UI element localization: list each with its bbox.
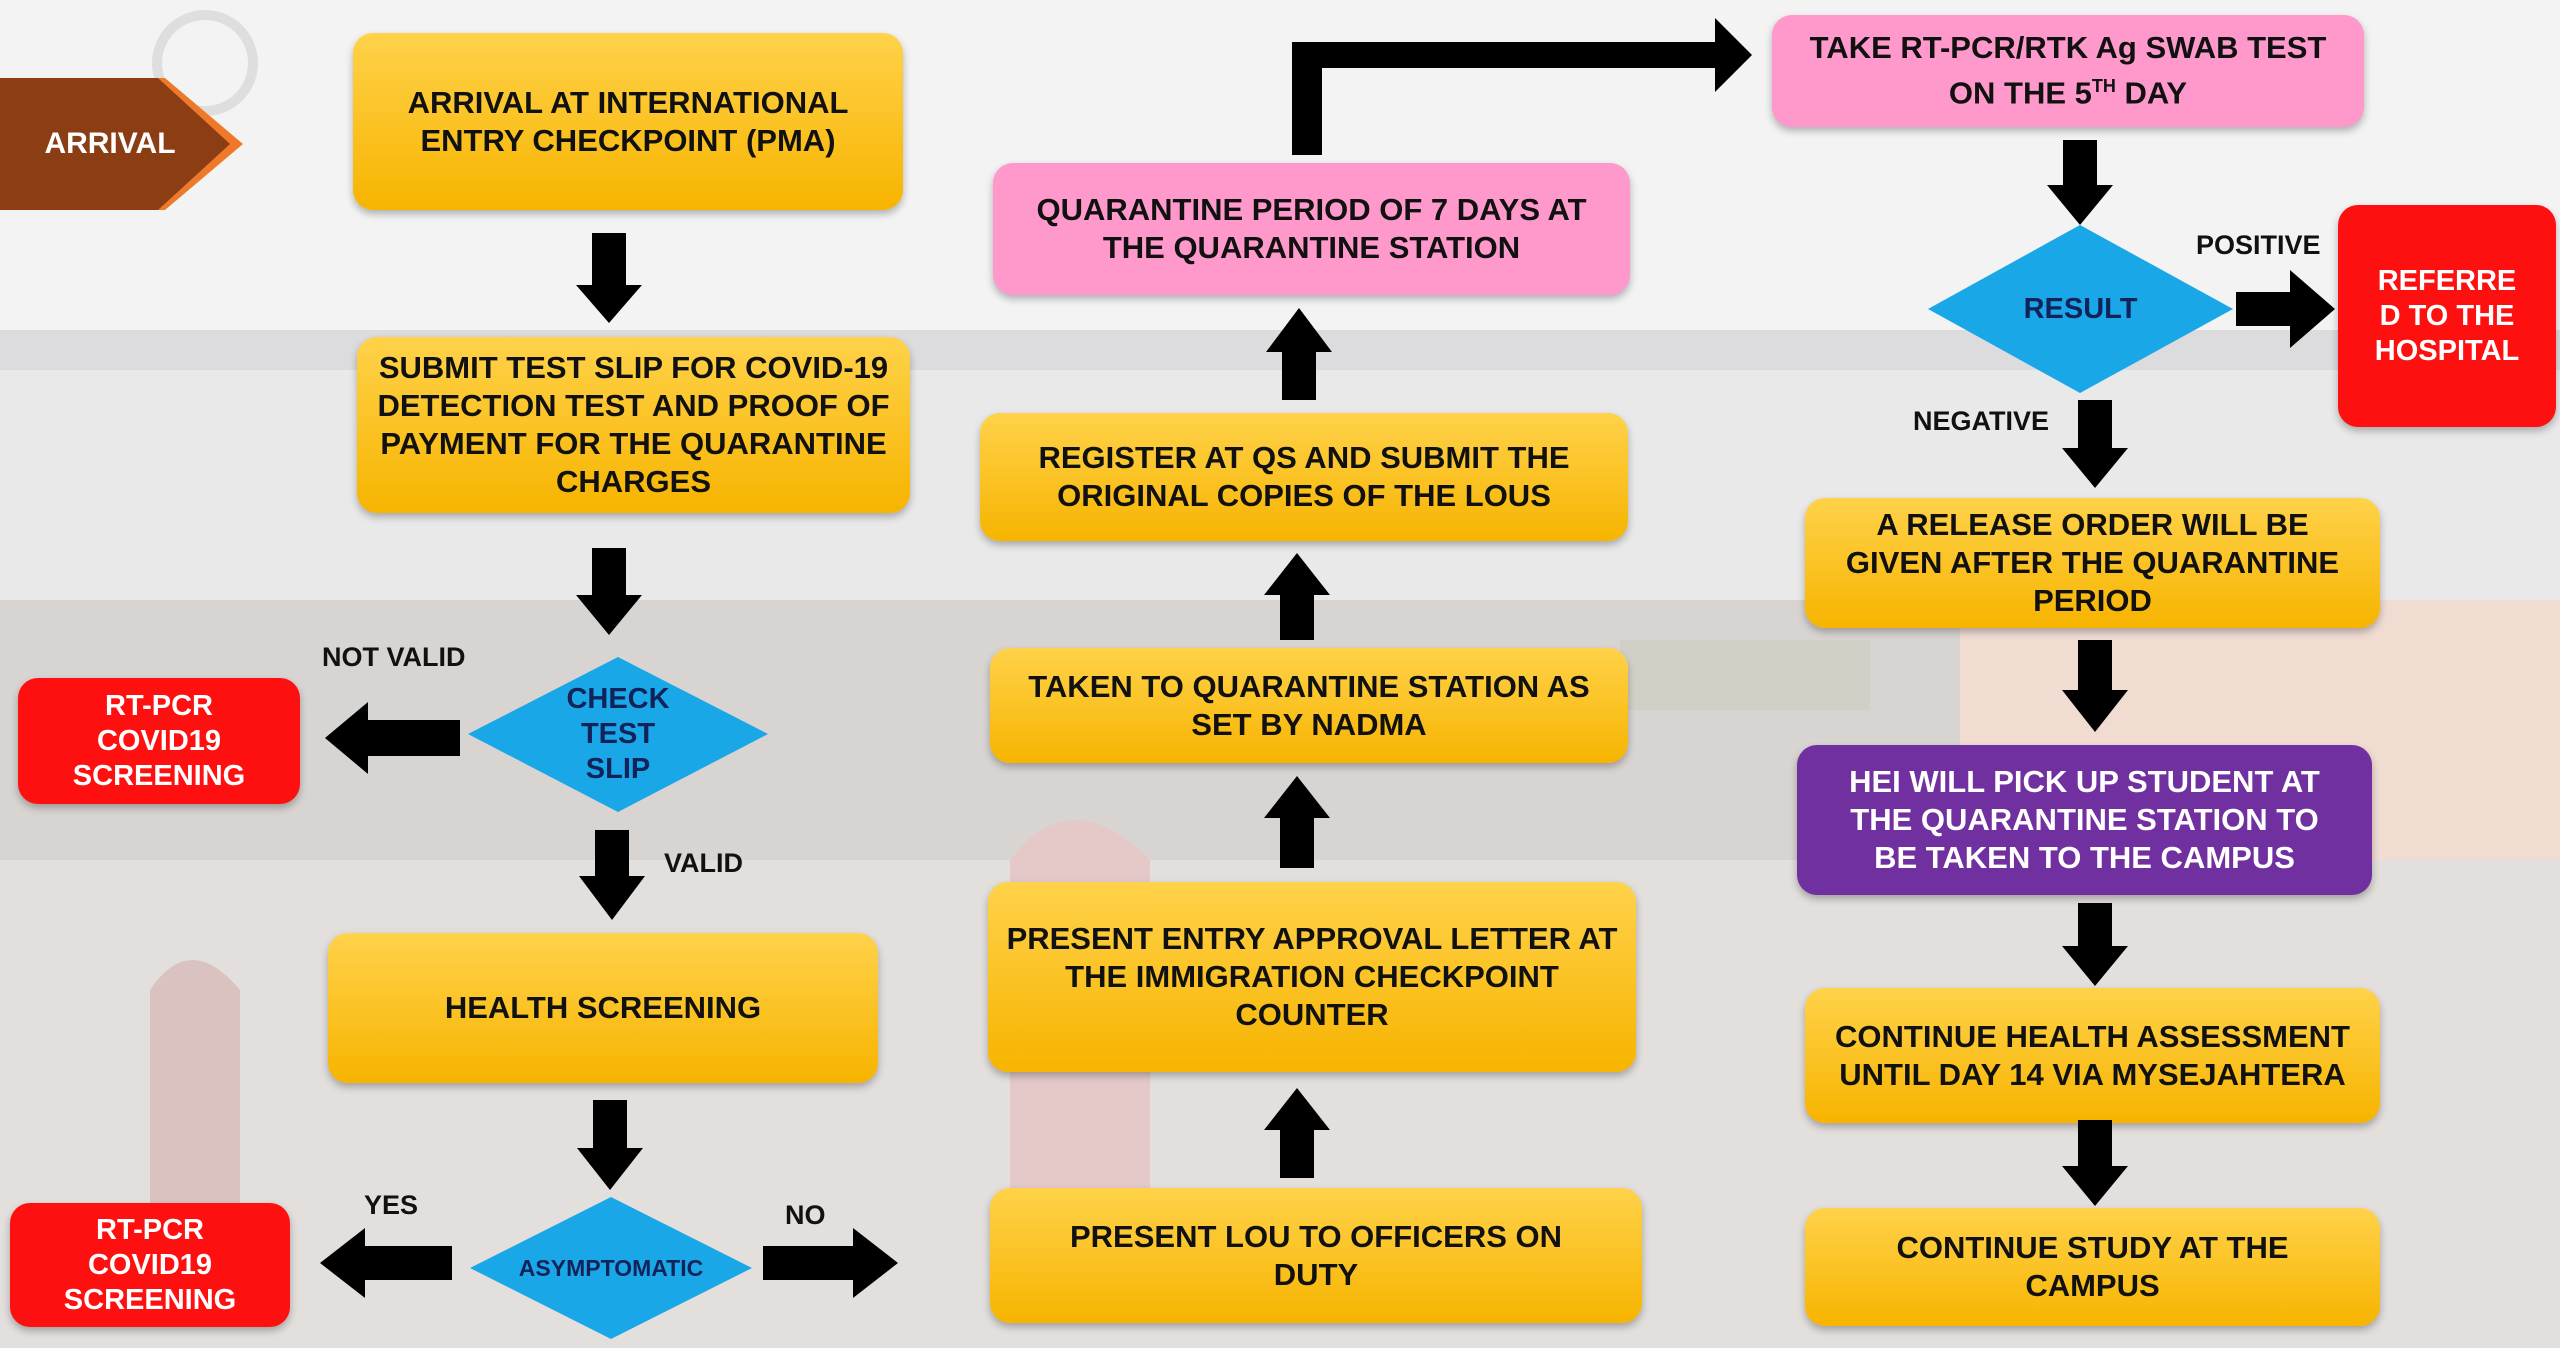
arrival-tag-label: ARRIVAL xyxy=(44,127,176,160)
quarantine-period-box: QUARANTINE PERIOD OF 7 DAYS AT THE QUARA… xyxy=(993,163,1630,295)
arrow-down-1 xyxy=(576,233,642,323)
check-test-slip-diamond xyxy=(468,657,768,812)
yes-label: YES xyxy=(364,1190,419,1220)
rtpcr-screening-box-bottom: RT-PCR COVID19 SCREENING xyxy=(10,1203,290,1327)
result-decision: RESULT xyxy=(1928,225,2233,393)
submit-test-slip-box: SUBMIT TEST SLIP FOR COVID-19 DETECTION … xyxy=(357,337,910,513)
hei-pickup-box: HEI WILL PICK UP STUDENT AT THE QUARANTI… xyxy=(1797,745,2372,895)
taken-to-quarantine-box: TAKEN TO QUARANTINE STATION AS SET BY NA… xyxy=(990,648,1628,763)
rtpcr-screening-box-top: RT-PCR COVID19 SCREENING xyxy=(18,678,300,804)
asymptomatic-diamond xyxy=(470,1197,752,1339)
arrow-down-c3-5 xyxy=(2062,1120,2128,1206)
arrow-down-3 xyxy=(579,830,645,920)
register-at-qs-box: REGISTER AT QS AND SUBMIT THE ORIGINAL C… xyxy=(980,413,1628,541)
arrow-up-2 xyxy=(1264,776,1330,868)
asymptomatic-decision: ASYMPTOMATIC xyxy=(470,1197,752,1339)
arrow-down-c3-1 xyxy=(2047,140,2113,225)
arrow-left-not-valid xyxy=(325,702,460,774)
swab-test-line2-post: DAY xyxy=(2115,75,2188,111)
asymptomatic-label: ASYMPTOMATIC xyxy=(518,1254,704,1281)
positive-label: POSITIVE xyxy=(2196,230,2321,260)
arrival-tag: ARRIVAL xyxy=(0,78,245,210)
arrow-down-2 xyxy=(576,548,642,635)
referred-to-hospital-box: REFERRE D TO THE HOSPITAL xyxy=(2338,205,2556,427)
arrival-tag-shape xyxy=(0,78,243,210)
arrow-up-1 xyxy=(1264,1088,1330,1178)
arrival-checkpoint-box: ARRIVAL AT INTERNATIONAL ENTRY CHECKPOIN… xyxy=(353,33,903,210)
swab-test-line2-sup: TH xyxy=(2091,76,2116,97)
check-test-slip-decision: CHECK TEST SLIP xyxy=(468,657,768,812)
present-entry-approval-box: PRESENT ENTRY APPROVAL LETTER AT THE IMM… xyxy=(988,882,1636,1072)
arrow-down-c3-3 xyxy=(2062,640,2128,732)
not-valid-label: NOT VALID xyxy=(322,642,466,672)
swab-test-box: TAKE RT-PCR/RTK Ag SWAB TEST ON THE 5TH … xyxy=(1772,15,2364,127)
arrow-elbow xyxy=(1292,18,1752,155)
result-diamond xyxy=(1928,225,2233,393)
swab-test-line2-pre: ON THE 5 xyxy=(1948,75,2092,111)
swab-test-line1: TAKE RT-PCR/RTK Ag SWAB TEST xyxy=(1809,30,2327,66)
valid-label: VALID xyxy=(664,848,743,878)
arrow-down-c3-2 xyxy=(2062,400,2128,488)
continue-health-box: CONTINUE HEALTH ASSESSMENT UNTIL DAY 14 … xyxy=(1805,988,2380,1123)
arrow-right-positive xyxy=(2236,270,2335,348)
arrow-down-c3-4 xyxy=(2062,903,2128,986)
no-label: NO xyxy=(785,1200,826,1230)
release-order-box: A RELEASE ORDER WILL BE GIVEN AFTER THE … xyxy=(1805,498,2380,628)
check-test-slip-label: CHECK TEST SLIP xyxy=(566,683,670,785)
negative-label: NEGATIVE xyxy=(1913,406,2050,436)
continue-study-box: CONTINUE STUDY AT THE CAMPUS xyxy=(1805,1208,2380,1326)
arrow-right-no xyxy=(763,1228,898,1298)
arrow-down-4 xyxy=(577,1100,643,1190)
result-label: RESULT xyxy=(2023,292,2138,325)
arrow-up-4 xyxy=(1266,308,1332,400)
arrow-left-yes xyxy=(320,1228,452,1298)
swab-test-line2: ON THE 5TH DAY xyxy=(1949,67,2187,112)
present-lou-box: PRESENT LOU TO OFFICERS ON DUTY xyxy=(990,1188,1642,1323)
health-screening-box: HEALTH SCREENING xyxy=(328,933,878,1083)
arrow-up-3 xyxy=(1264,553,1330,640)
